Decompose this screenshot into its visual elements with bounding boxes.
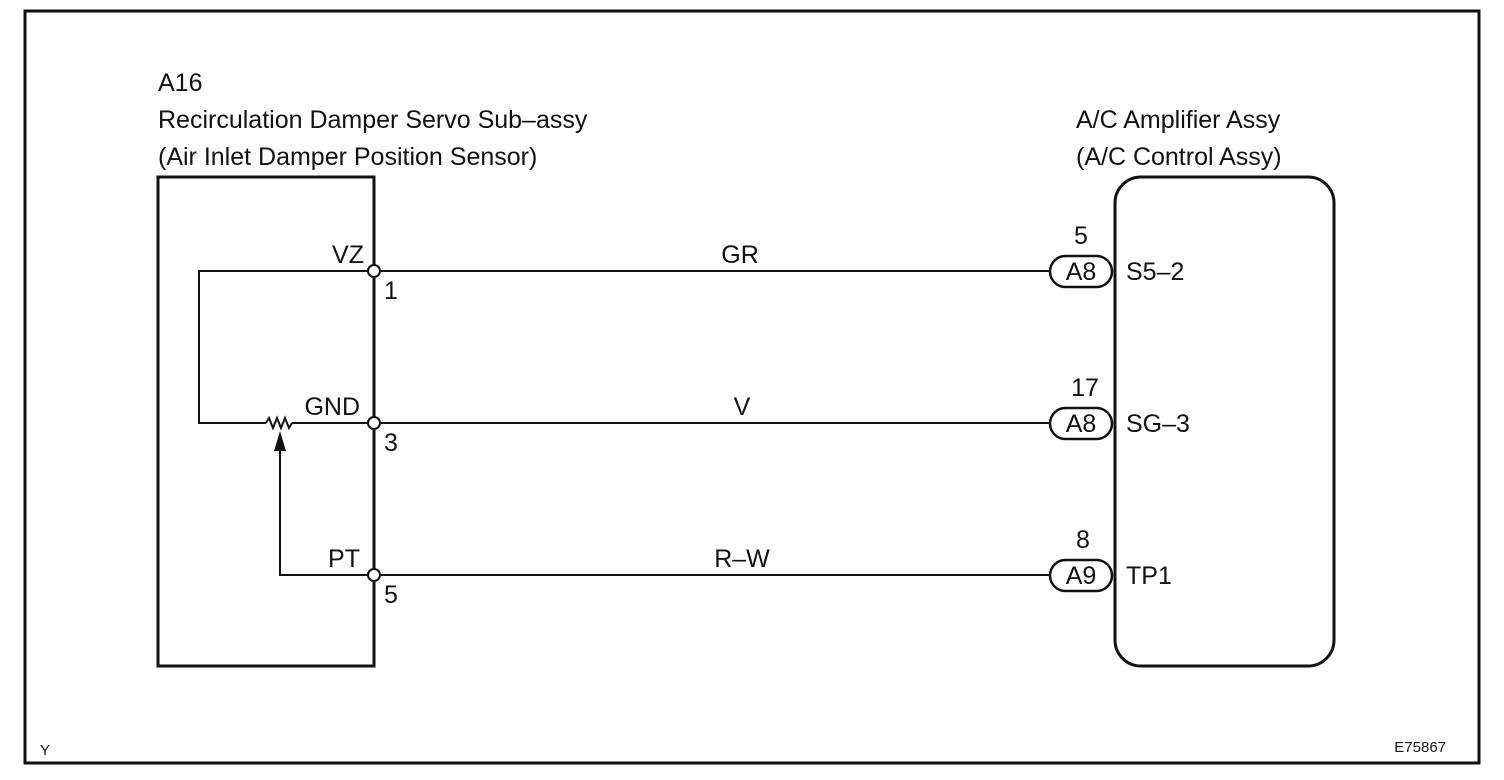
wire-color-v: V (734, 393, 751, 421)
terminal-label-s5-2: S5–2 (1126, 258, 1184, 286)
terminal-pin-5 (367, 568, 381, 582)
wiper-arrow-icon (274, 431, 286, 451)
terminal-label-tp1: TP1 (1126, 562, 1172, 590)
position-sensor-circuit (198, 270, 368, 576)
pin-number-right-17: 17 (1071, 374, 1099, 402)
wiper-lead (279, 450, 368, 576)
pin-number-right-8: 8 (1076, 526, 1090, 554)
connector-code-2: A8 (1066, 410, 1097, 438)
pin-number-right-5: 5 (1074, 222, 1088, 250)
connector-code-1: A8 (1066, 258, 1097, 286)
terminal-label-vz: VZ (332, 241, 364, 269)
pin-number-left-1: 1 (384, 277, 398, 305)
wire-color-gr: GR (721, 241, 759, 269)
terminal-label-sg-3: SG–3 (1126, 410, 1190, 438)
pin-number-left-5: 5 (384, 581, 398, 609)
corner-mark-left: Y (40, 742, 50, 759)
connector-a9-pin8 (1048, 558, 1114, 593)
connector-a8-pin5 (1048, 254, 1114, 289)
left-component-name: Recirculation Damper Servo Sub–assy (158, 106, 588, 134)
potentiometer-symbol (265, 415, 293, 431)
wire-color-r-w: R–W (714, 545, 770, 573)
terminal-label-pt: PT (328, 545, 360, 573)
right-component-box (1113, 175, 1336, 668)
connector-a8-pin17 (1048, 406, 1114, 441)
left-component-code: A16 (158, 69, 202, 97)
diagram-frame (23, 9, 1481, 765)
right-component-subname: (A/C Control Assy) (1076, 143, 1282, 171)
sensor-internal-wire-vz (198, 270, 368, 424)
figure-code: E75867 (1394, 739, 1446, 756)
terminal-pin-1 (367, 264, 381, 278)
terminal-label-gnd: GND (304, 393, 360, 421)
terminal-pin-3 (367, 416, 381, 430)
connector-code-3: A9 (1066, 562, 1097, 590)
right-component-name: A/C Amplifier Assy (1076, 106, 1281, 134)
pin-number-left-3: 3 (384, 429, 398, 457)
left-component-subname: (Air Inlet Damper Position Sensor) (158, 143, 537, 171)
